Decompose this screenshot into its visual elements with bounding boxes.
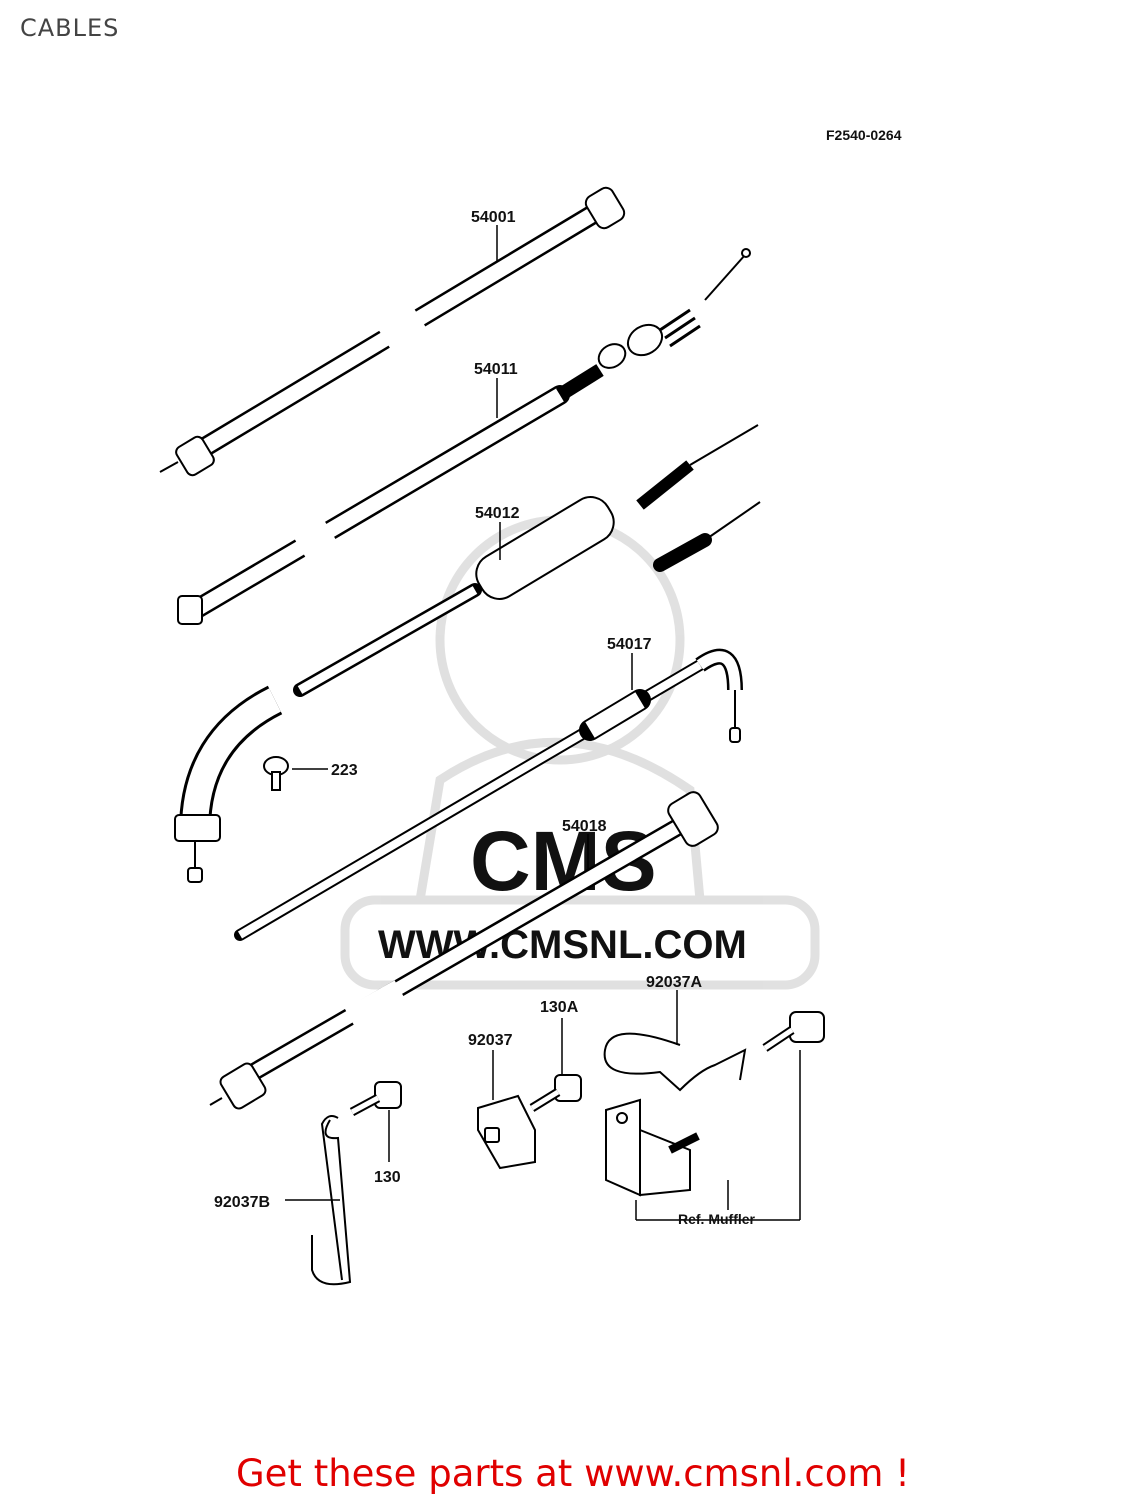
reference-label: Ref. Muffler <box>678 1211 756 1227</box>
part-label-130: 130 <box>374 1169 401 1186</box>
cable-54017 <box>234 648 743 941</box>
part-label-223: 223 <box>331 762 358 779</box>
cable-54012 <box>174 424 761 883</box>
part-label-54012: 54012 <box>475 505 520 522</box>
clamp-92037 <box>477 1050 536 1170</box>
part-label-130A: 130A <box>540 999 579 1016</box>
clip-92037B <box>285 1115 352 1286</box>
leader-lines <box>496 225 633 870</box>
muffler-bracket <box>605 1050 801 1221</box>
clip-92037A <box>603 990 825 1092</box>
figure-code: F2540-0264 <box>826 127 902 143</box>
bolt-130 <box>349 1081 402 1162</box>
cable-54011 <box>177 248 751 625</box>
cable-54018 <box>209 791 719 1110</box>
part-label-54001: 54001 <box>471 209 516 226</box>
part-label-92037B: 92037B <box>214 1194 270 1211</box>
screw-223 <box>263 756 328 791</box>
part-label-54017: 54017 <box>607 636 652 653</box>
part-label-54018: 54018 <box>562 818 607 835</box>
part-label-54011: 54011 <box>474 361 518 378</box>
part-label-92037A: 92037A <box>646 974 702 991</box>
footer-link-text[interactable]: Get these parts at www.cmsnl.com ! <box>235 1452 910 1495</box>
watermark-logo <box>340 515 820 990</box>
page-title: CABLES <box>20 14 120 42</box>
bolt-130A <box>529 1018 582 1112</box>
cable-54001 <box>159 186 626 477</box>
part-label-92037: 92037 <box>468 1032 513 1049</box>
